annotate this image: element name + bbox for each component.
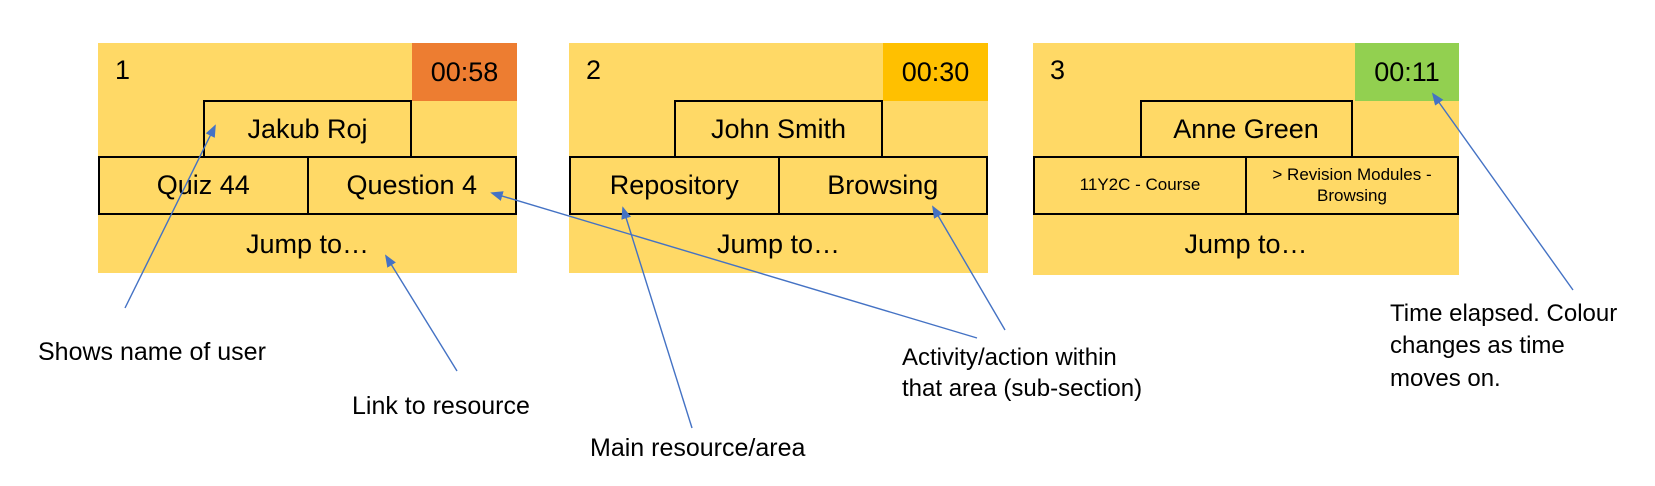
annotation-link-to-resource: Link to resource xyxy=(352,392,530,420)
activity-cell[interactable]: > Revision Modules - Browsing xyxy=(1245,156,1459,215)
arrow-to-jump-link xyxy=(385,254,458,372)
session-card-1: 1 00:58 Jakub Roj Quiz 44 Question 4 Jum… xyxy=(98,43,517,273)
annotation-activity: Activity/action within that area (sub-se… xyxy=(902,342,1142,404)
annotation-activity-line1: Activity/action within xyxy=(902,344,1117,371)
user-name-box: John Smith xyxy=(673,100,884,158)
resource-row: Repository Browsing xyxy=(569,156,988,215)
elapsed-time-badge: 00:58 xyxy=(412,43,517,101)
annotation-time-line2: changes as time xyxy=(1390,332,1565,360)
user-name-box: Anne Green xyxy=(1139,100,1353,158)
card-number: 3 xyxy=(1050,55,1066,85)
jump-to-link[interactable]: Jump to… xyxy=(245,228,370,259)
resource-row: 11Y2C - Course > Revision Modules - Brow… xyxy=(1033,156,1459,215)
resource-cell[interactable]: 11Y2C - Course xyxy=(1033,156,1247,215)
resource-cell[interactable]: Repository xyxy=(569,156,780,215)
session-card-3: 3 00:11 Anne Green 11Y2C - Course > Revi… xyxy=(1033,43,1459,275)
resource-cell[interactable]: Quiz 44 xyxy=(98,156,309,215)
annotation-time-line3: moves on. xyxy=(1390,364,1501,392)
resource-row: Quiz 44 Question 4 xyxy=(98,156,517,215)
session-card-2: 2 00:30 John Smith Repository Browsing J… xyxy=(569,43,988,273)
annotation-main-resource: Main resource/area xyxy=(590,434,806,462)
activity-cell[interactable]: Browsing xyxy=(777,156,988,215)
elapsed-time-badge: 00:30 xyxy=(883,43,988,101)
annotation-activity-line2: that area (sub-section) xyxy=(902,375,1143,403)
annotation-user-name: Shows name of user xyxy=(38,338,266,366)
jump-to-link[interactable]: Jump to… xyxy=(1184,228,1308,259)
annotation-time-elapsed: Time elapsed. Colour changes as time mov… xyxy=(1390,298,1617,395)
card-number: 1 xyxy=(115,55,131,85)
card-number: 2 xyxy=(586,55,602,85)
elapsed-time-badge: 00:11 xyxy=(1355,43,1459,101)
activity-cell[interactable]: Question 4 xyxy=(306,156,517,215)
user-name-box: Jakub Roj xyxy=(202,100,413,158)
jump-to-link[interactable]: Jump to… xyxy=(716,228,841,259)
annotation-time-line1: Time elapsed. Colour xyxy=(1390,300,1618,327)
